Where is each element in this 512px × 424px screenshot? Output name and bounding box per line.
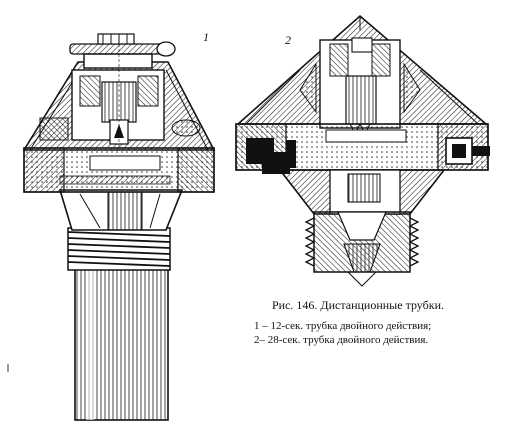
- fuze-2-drawing: [235, 14, 490, 287]
- caption-line-2: 2– 28-сек. трубка двойного действия.: [254, 334, 429, 346]
- fuze-2-label: 2: [285, 33, 291, 47]
- fuze-1-pin: [69, 43, 165, 55]
- caption-line-1: 1 – 12-сек. трубка двойного действия;: [254, 320, 432, 332]
- fuze-2-striker: [345, 75, 377, 125]
- caption-title: Рис. 146. Дистанционные трубки.: [272, 298, 445, 312]
- fuze-1-thread: [67, 227, 171, 271]
- fuze-1-drawing: [22, 33, 216, 421]
- fuze-1-label: 1: [203, 30, 209, 44]
